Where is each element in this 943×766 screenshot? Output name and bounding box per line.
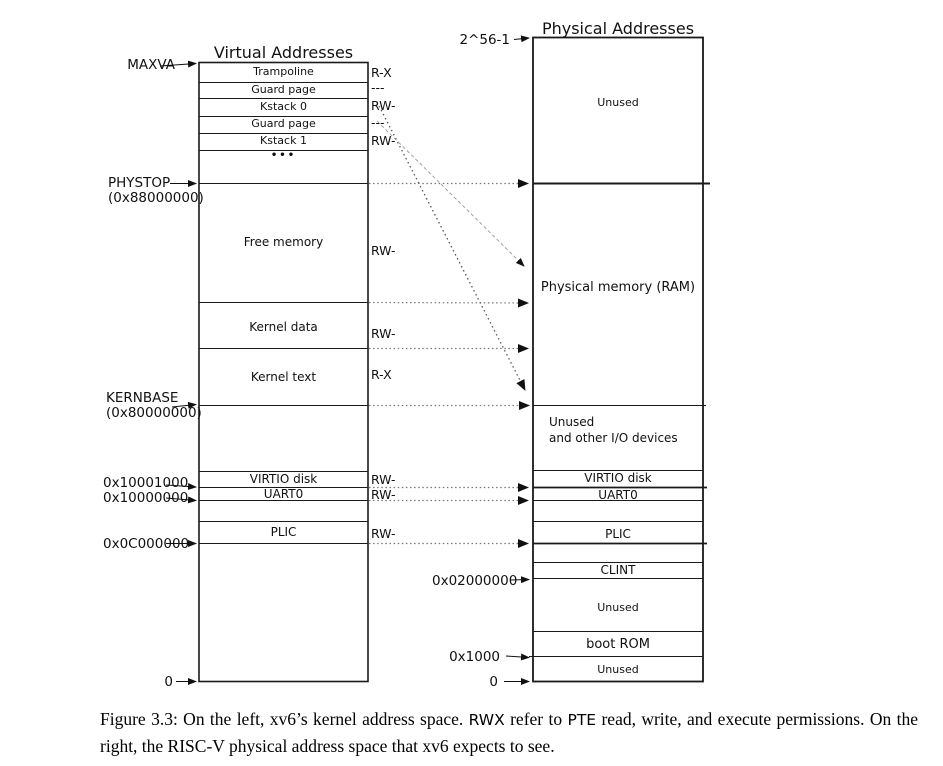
mapping-arrows-dotted bbox=[368, 179, 530, 548]
perm-kstack0: RW- bbox=[371, 98, 396, 113]
addr-boot-rom-base: 0x1000 bbox=[449, 649, 500, 665]
perm-kstack1: RW- bbox=[371, 133, 396, 148]
vregion-plic: PLIC bbox=[270, 525, 297, 539]
pregion-boot-rom: boot ROM bbox=[586, 637, 650, 652]
physical-box-outline bbox=[529, 36, 710, 683]
pregion-clint: CLINT bbox=[600, 563, 636, 577]
kstacks-ellipsis: ••• bbox=[270, 150, 297, 161]
vregion-kstack0: Kstack 0 bbox=[260, 100, 307, 113]
vregion-uart0: UART0 bbox=[263, 487, 304, 501]
addr-clint-base: 0x02000000 bbox=[432, 573, 518, 589]
vregion-kernel-text: Kernel text bbox=[250, 370, 317, 384]
vregion-kstack1: Kstack 1 bbox=[260, 134, 307, 147]
pregion-unused-io-line2: and other I/O devices bbox=[549, 431, 678, 445]
addr-phystop-hex: (0x88000000) bbox=[108, 190, 204, 206]
perm-free-memory: RW- bbox=[371, 243, 396, 258]
perm-guard1: --- bbox=[371, 80, 385, 95]
addr-phystop-name: PHYSTOP bbox=[108, 175, 171, 191]
addr-plic-base: 0x0C000000 bbox=[103, 536, 190, 552]
vregion-kernel-data: Kernel data bbox=[249, 320, 318, 334]
pregion-uart0: UART0 bbox=[598, 488, 638, 502]
perm-guard2: --- bbox=[371, 115, 385, 130]
pregion-unused-io: Unused and other I/O devices bbox=[549, 414, 678, 446]
perm-trampoline: R-X bbox=[371, 65, 392, 80]
vregion-guard-page-2: Guard page bbox=[251, 117, 316, 130]
virtual-addresses-title: Virtual Addresses bbox=[213, 43, 354, 62]
pregion-unused-bottom: Unused bbox=[597, 663, 639, 676]
physical-addresses-title: Physical Addresses bbox=[541, 19, 695, 38]
pregion-unused-top: Unused bbox=[597, 96, 639, 109]
perm-virtio: RW- bbox=[371, 472, 396, 487]
pregion-unused-io-line1: Unused bbox=[549, 415, 595, 429]
perm-plic: RW- bbox=[371, 526, 396, 541]
vregion-guard-page-1: Guard page bbox=[251, 83, 316, 96]
caption-prefix: Figure 3.3: On the left, xv6’s kernel ad… bbox=[100, 709, 469, 729]
figure-caption: Figure 3.3: On the left, xv6’s kernel ad… bbox=[100, 707, 918, 759]
perm-kernel-data: RW- bbox=[371, 326, 396, 341]
addr-kernbase-name: KERNBASE bbox=[106, 390, 179, 406]
addr-virtio-base: 0x10001000 bbox=[103, 475, 189, 491]
addr-phystop: PHYSTOP (0x88000000) bbox=[108, 176, 204, 206]
virtual-box-outline bbox=[198, 61, 369, 683]
addr-physical-top: 2^56-1 bbox=[459, 32, 510, 48]
addr-virtual-zero: 0 bbox=[164, 674, 173, 690]
addr-maxva: MAXVA bbox=[127, 57, 175, 73]
physical-label-arrows bbox=[504, 35, 530, 685]
addr-uart-base: 0x10000000 bbox=[103, 490, 189, 506]
kstack-mapping-arrows bbox=[376, 101, 526, 391]
pregion-plic: PLIC bbox=[605, 527, 631, 541]
addr-kernbase-hex: (0x80000000) bbox=[106, 405, 202, 421]
caption-mid: refer to bbox=[504, 709, 568, 729]
pregion-ram: Physical memory (RAM) bbox=[540, 280, 696, 295]
caption-pte-term: PTE bbox=[567, 711, 597, 729]
vregion-virtio-disk: VIRTIO disk bbox=[249, 472, 318, 486]
vregion-free-memory: Free memory bbox=[243, 235, 324, 249]
addr-kernbase: KERNBASE (0x80000000) bbox=[106, 391, 202, 421]
caption-rwx-term: RWX bbox=[468, 711, 505, 729]
perm-uart0: RW- bbox=[371, 487, 396, 502]
perm-kernel-text: R-X bbox=[371, 367, 392, 382]
virtual-label-arrows bbox=[159, 60, 197, 685]
pregion-virtio-disk: VIRTIO disk bbox=[584, 471, 652, 485]
addr-physical-zero: 0 bbox=[489, 674, 498, 690]
caption-suffix: read, write, and execute permissions. On… bbox=[100, 709, 918, 756]
vregion-trampoline: Trampoline bbox=[253, 65, 314, 78]
pregion-unused-mid: Unused bbox=[597, 601, 639, 614]
